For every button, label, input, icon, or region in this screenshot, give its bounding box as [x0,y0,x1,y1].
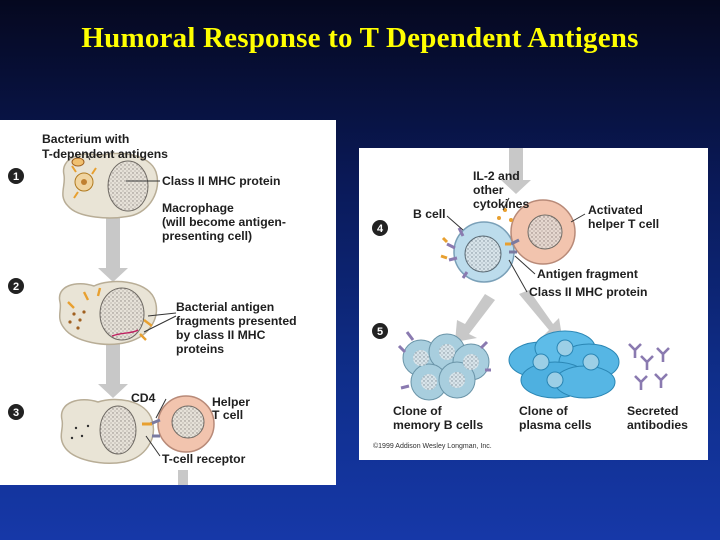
macrophage-cell-1 [62,152,159,219]
right-diagram-panel: 4 5 [359,148,708,460]
antigen-fragment-label: Antigen fragment [537,267,638,281]
step-badge-3: 3 [8,404,24,420]
step-badge-2: 2 [8,278,24,294]
step-number: 5 [377,326,383,338]
fragments-label-line-1: Bacterial antigen [176,300,274,314]
tcr-label: T-cell receptor [162,452,246,466]
bacterium-label-line-1: Bacterium with [42,132,129,146]
helper-label-line-2: T cell [212,408,243,422]
flow-arrow-out [178,470,188,485]
left-leader-lines [87,155,177,457]
macrophage-label-line-2: (will become antigen- [162,215,286,229]
incoming-arrow [501,148,531,194]
copyright-notice: ©1999 Addison Wesley Longman, Inc. [373,442,492,450]
plasma-label-line-1: Clone of [519,404,569,418]
memory-label-line-1: Clone of [393,404,443,418]
left-diagram: 1 2 3 [8,132,297,485]
b-cell-label: B cell [413,207,446,221]
step-number: 1 [13,171,19,183]
step-number: 4 [377,223,384,235]
split-arrow-left [455,294,495,342]
step-badge-1: 1 [8,168,24,184]
cytokines [497,208,513,222]
fragments-label-line-3: by class II MHC [176,328,266,342]
slide-title: Humoral Response to T Dependent Antigens [81,22,639,54]
antibodies-label-line-1: Secreted [627,404,679,418]
activated-label-line-2: helper T cell [588,217,659,231]
bacterium [71,157,85,167]
memory-label-line-2: memory B cells [393,418,483,432]
antibodies-label-line-2: antibodies [627,418,688,432]
left-diagram-panel: 1 2 3 [0,120,336,485]
split-arrow-right [519,290,563,342]
cd4-label: CD4 [131,391,156,405]
step-badge-4: 4 [372,220,388,236]
fragments-label-line-4: proteins [176,342,224,356]
step-badge-5: 5 [372,323,388,339]
il2-label-line-2: other [473,183,504,197]
activated-helper-t-cell [505,199,576,265]
il2-label-line-1: IL-2 and [473,169,520,183]
mhc-label-right: Class II MHC protein [529,285,648,299]
macrophage-cell-2 [58,280,158,346]
macrophage-cell-3 [60,398,155,464]
helper-t-cell [142,395,215,453]
memory-b-cell-clone [397,331,491,401]
flow-arrow-1 [98,218,128,282]
b-cell [440,221,515,283]
activated-label-line-1: Activated [588,203,643,217]
macrophage-label-line-3: presenting cell) [162,229,252,243]
bacterium-label-line-2: T-dependent antigens [42,147,168,161]
right-diagram: 4 5 [372,148,688,450]
il2-label-line-3: cytokines [473,197,529,211]
step-number: 2 [13,281,19,293]
helper-label-line-1: Helper [212,395,250,409]
plasma-cell-clone [508,330,620,399]
step-number: 3 [13,407,19,419]
secreted-antibodies [628,343,670,390]
right-leader-lines [446,197,586,293]
fragments-label-line-2: fragments presented [176,314,297,328]
macrophage-label-line-1: Macrophage [162,201,234,215]
plasma-label-line-2: plasma cells [519,418,592,432]
flow-arrow-2 [98,344,128,398]
mhc-label-left: Class II MHC protein [162,174,281,188]
